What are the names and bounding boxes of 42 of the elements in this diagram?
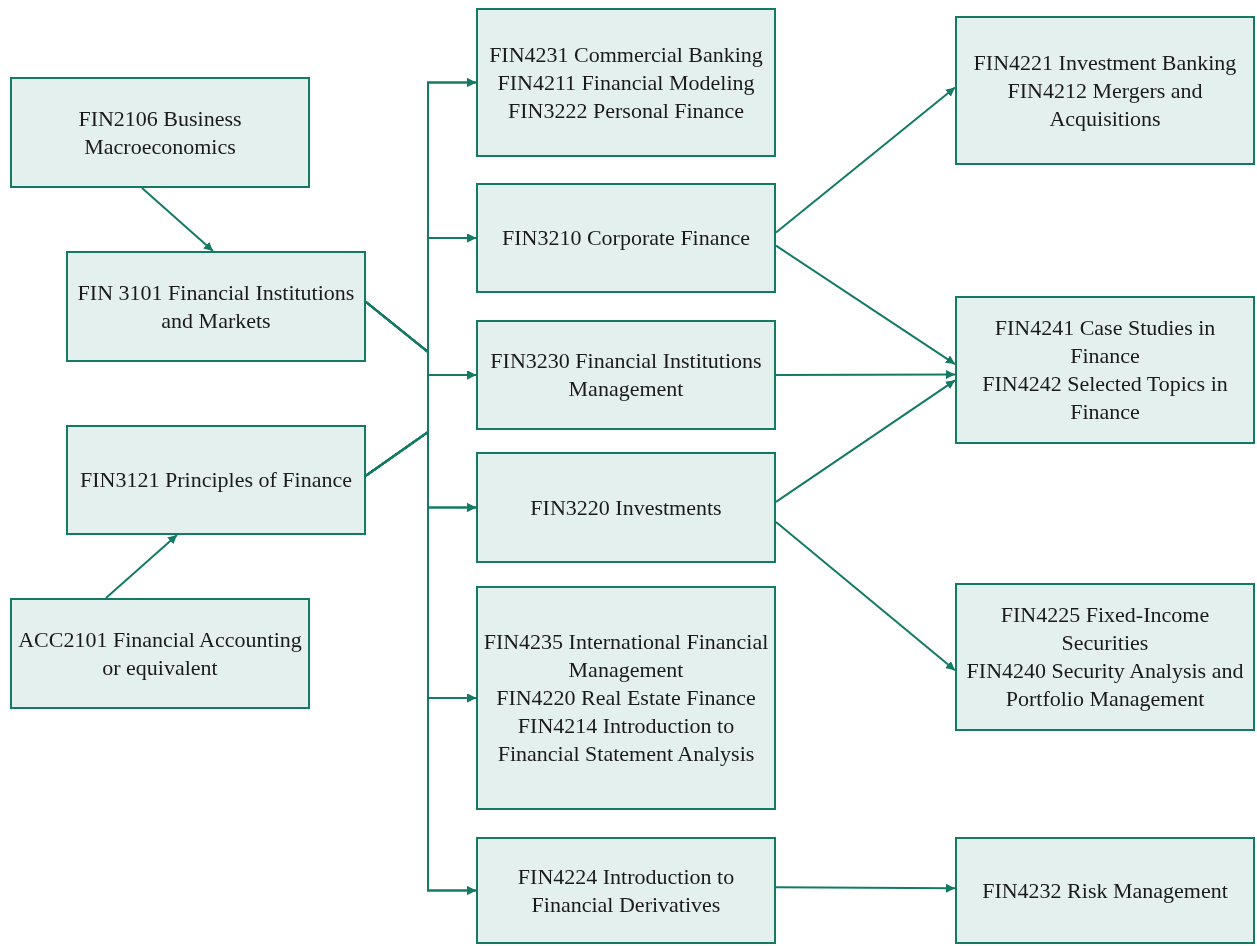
course-text: FIN2106 Business Macroeconomics	[77, 104, 243, 161]
course-text: FIN3121 Principles of Finance	[80, 466, 352, 494]
course-text: FIN3230 Financial Institutions Management	[489, 347, 763, 403]
arrow	[775, 379, 956, 503]
course-box	[476, 183, 776, 293]
course-box	[955, 837, 1255, 944]
arrow	[775, 244, 956, 366]
course-box	[10, 598, 310, 709]
course-text: FIN4231 Commercial Banking FIN4211 Financial Modeling FIN3222 Personal Finance	[488, 40, 764, 125]
arrow	[365, 430, 477, 895]
arrow	[141, 187, 214, 252]
course-text: FIN4214 Introduction to Financial Statement Analysis	[496, 712, 756, 768]
course-text: FIN4235 International Financial Management	[482, 628, 770, 684]
course-box	[66, 425, 366, 535]
course-text: FIN4241 Case Studies in Finance	[993, 314, 1217, 370]
arrow	[775, 86, 956, 234]
course-text: FIN3220 Investments	[530, 493, 722, 522]
course-text: FIN4242 Selected Topics in Finance	[981, 370, 1229, 426]
course-box	[955, 16, 1255, 165]
course-box	[476, 837, 776, 944]
course-text: ACC2101 Financial Accounting or equivalent	[17, 625, 303, 682]
course-box	[476, 586, 776, 810]
arrow	[105, 534, 178, 599]
course-text: FIN4240 Security Analysis and Portfolio Management	[965, 657, 1245, 713]
arrow	[775, 883, 956, 893]
course-text: FIN4232 Risk Management	[982, 876, 1228, 905]
course-box	[66, 251, 366, 362]
course-box	[476, 8, 776, 157]
course-text: FIN 3101 Financial Institutions and Markets	[76, 278, 356, 335]
arrow	[775, 520, 956, 672]
arrow	[775, 369, 956, 379]
course-text: FIN3210 Corporate Finance	[501, 224, 751, 252]
course-box	[955, 296, 1255, 444]
course-box	[10, 77, 310, 188]
course-text: FIN4220 Real Estate Finance	[496, 684, 756, 712]
course-text: FIN4221 Investment Banking	[973, 48, 1237, 77]
course-text: FIN4225 Fixed-Income Securities	[999, 601, 1211, 657]
course-box	[955, 583, 1255, 731]
course-text: FIN4224 Introduction to Financial Derivatives	[516, 862, 736, 919]
course-text: FIN4212 Mergers and Acquisitions	[1006, 76, 1204, 133]
course-box	[476, 320, 776, 430]
course-box	[476, 452, 776, 563]
